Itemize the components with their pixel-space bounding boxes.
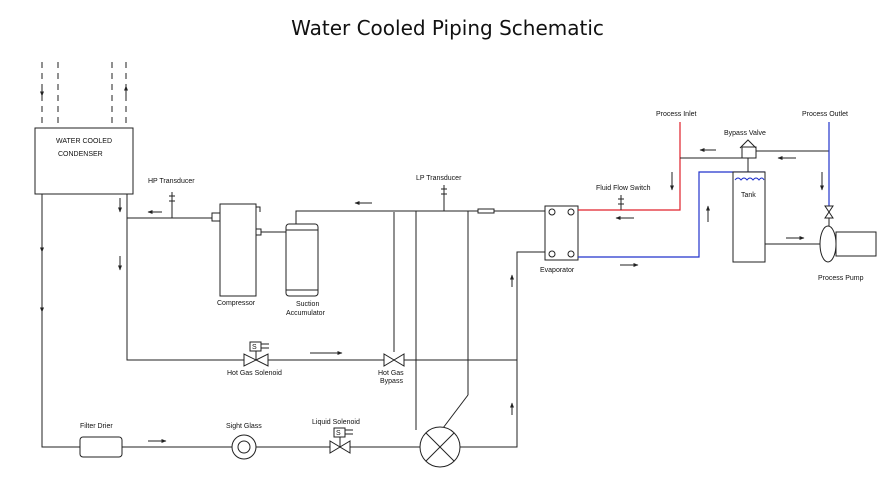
process-pump-label: Process Pump <box>818 275 864 282</box>
hot-gas-solenoid-label: Hot Gas Solenoid <box>227 370 282 377</box>
hot-gas-solenoid: S <box>243 341 269 367</box>
refrigerant-piping <box>40 185 545 448</box>
hot-gas-bypass-valve <box>383 353 405 367</box>
hot-gas-bypass-label-line1: Hot Gas <box>378 370 404 377</box>
evaporator <box>544 205 579 261</box>
expansion-valve <box>419 426 461 468</box>
hot-gas-bypass-label-line2: Bypass <box>380 378 403 385</box>
liquid-solenoid: S <box>329 427 353 454</box>
process-inlet-line <box>578 122 681 220</box>
filter-drier-label: Filter Drier <box>80 423 113 430</box>
svg-text:S: S <box>336 430 341 437</box>
sight-glass-label: Sight Glass <box>226 423 262 430</box>
bypass-valve-label: Bypass Valve <box>724 130 766 137</box>
condenser-label-line2: CONDENSER <box>58 151 103 158</box>
compressor <box>211 203 262 297</box>
svg-text:S: S <box>252 344 257 351</box>
fluid-flow-switch-label: Fluid Flow Switch <box>596 185 651 192</box>
condenser-label-line1: WATER COOLED <box>56 138 112 145</box>
bypass-line <box>680 139 829 175</box>
filter-drier <box>79 436 123 458</box>
lp-transducer-label: LP Transducer <box>416 175 462 182</box>
tank-label: Tank <box>741 192 756 199</box>
process-inlet-label: Process Inlet <box>656 111 697 118</box>
condenser-water-lines <box>40 62 128 128</box>
suction-accumulator-label-line1: Suction <box>296 301 319 308</box>
diagram-title: Water Cooled Piping Schematic <box>291 16 604 40</box>
water-cooled-condenser <box>34 127 134 195</box>
compressor-label: Compressor <box>217 300 256 307</box>
process-outlet-line <box>578 122 830 267</box>
suction-accumulator <box>285 223 319 297</box>
process-pump <box>819 205 877 263</box>
suction-accumulator-label-line2: Accumulator <box>286 310 326 317</box>
evaporator-label: Evaporator <box>540 267 575 274</box>
liquid-solenoid-label: Liquid Solenoid <box>312 419 360 426</box>
tank <box>732 171 820 263</box>
process-outlet-label: Process Outlet <box>802 111 848 118</box>
hp-transducer-label: HP Transducer <box>148 178 195 185</box>
sight-glass <box>231 434 257 460</box>
